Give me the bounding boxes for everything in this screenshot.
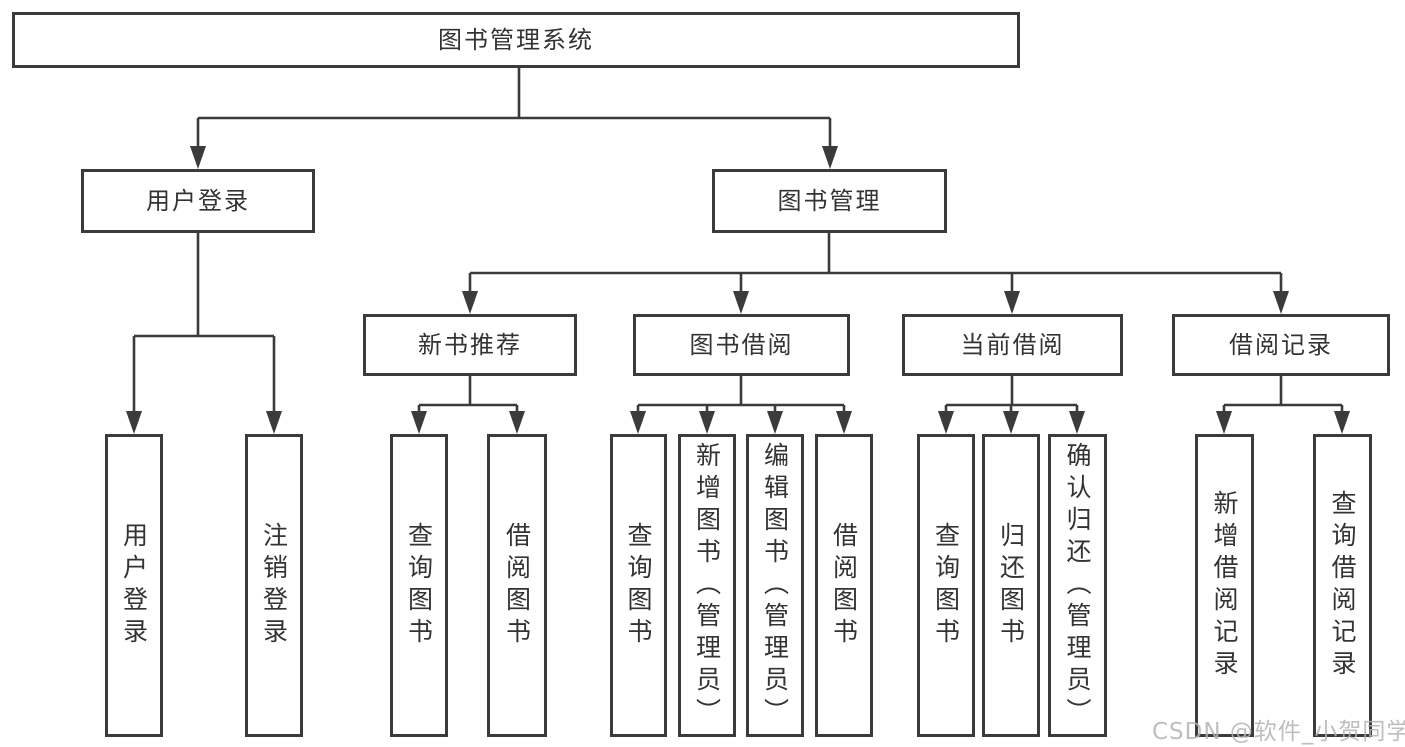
- leaf-query-borrow-record: 查询借阅记录: [1313, 434, 1372, 737]
- leaf-user-login: 用户登录: [105, 434, 163, 737]
- leaf-confirm-return-admin: 确认归还（管理员）: [1048, 434, 1107, 737]
- leaf-logout: 注销登录: [245, 434, 303, 737]
- leaf-query-book: 查询图书: [917, 434, 975, 737]
- node-root: 图书管理系统: [12, 12, 1020, 68]
- node-user-login: 用户登录: [81, 169, 315, 233]
- leaf-borrow-book: 借阅图书: [487, 434, 547, 737]
- csdn-watermark: CSDN @软件_小贺同学: [1152, 719, 1405, 745]
- node-new-book-recommend: 新书推荐: [363, 314, 577, 376]
- leaf-return-book: 归还图书: [982, 434, 1040, 737]
- leaf-borrow-book: 借阅图书: [815, 434, 873, 737]
- leaf-edit-book-admin: 编辑图书（管理员）: [746, 434, 804, 737]
- node-current-borrow: 当前借阅: [902, 314, 1123, 376]
- leaf-add-borrow-record: 新增借阅记录: [1195, 434, 1254, 737]
- node-book-management: 图书管理: [712, 169, 947, 233]
- node-borrow-records: 借阅记录: [1172, 314, 1390, 376]
- leaf-add-book-admin: 新增图书（管理员）: [678, 434, 736, 737]
- leaf-query-book: 查询图书: [610, 434, 667, 737]
- leaf-query-book: 查询图书: [390, 434, 448, 737]
- node-book-borrow: 图书借阅: [633, 314, 850, 376]
